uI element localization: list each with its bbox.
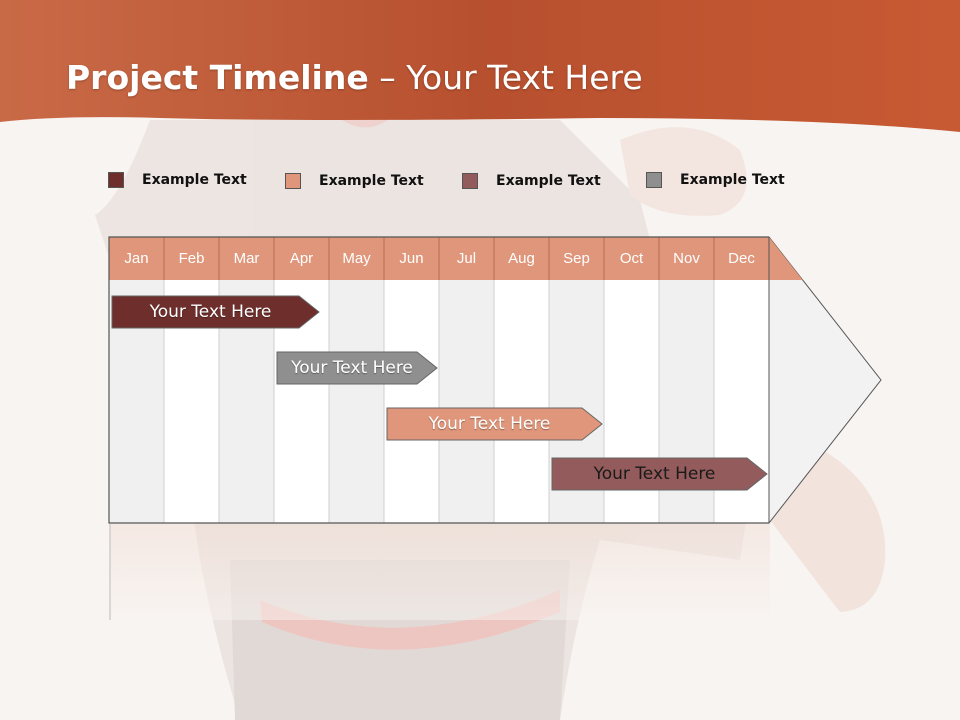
legend-item: Example Text [646, 170, 785, 190]
timeline-outline [108, 236, 769, 524]
legend-item: Example Text [285, 171, 424, 191]
month-column [439, 280, 494, 523]
month-header-row [109, 237, 803, 280]
legend-item: Example Text [108, 170, 247, 190]
month-label: Jan [124, 250, 149, 267]
legend-label: Example Text [496, 173, 601, 189]
task-bar-label: Your Text Here [593, 464, 716, 484]
month-label: Mar [233, 250, 260, 267]
month-column [384, 280, 439, 523]
title-bold: Project Timeline [66, 58, 369, 97]
header-band [0, 0, 960, 132]
month-label: Jul [456, 250, 477, 267]
legend-swatch [462, 173, 478, 189]
task-bar-label: Your Text Here [149, 302, 272, 322]
task-bar [386, 407, 603, 441]
month-label: Dec [728, 250, 755, 267]
task-bar [111, 295, 320, 329]
title-rest: – Your Text Here [368, 58, 643, 97]
month-label: Nov [673, 250, 700, 267]
legend-swatch [646, 172, 662, 188]
legend-label: Example Text [319, 173, 424, 189]
legend-label: Example Text [680, 172, 785, 188]
task-bar-label: Your Text Here [428, 414, 551, 434]
task-bar-label: Your Text Here [291, 358, 413, 378]
legend-item: Example Text [462, 171, 601, 191]
month-label: Apr [289, 250, 314, 267]
month-label: May [342, 250, 371, 267]
legend-label: Example Text [142, 172, 247, 188]
month-label: Jun [399, 250, 424, 267]
month-label: Aug [508, 250, 535, 267]
slide-title: Project Timeline – Your Text Here [66, 58, 643, 97]
task-bar [551, 457, 768, 491]
month-label: Sep [563, 250, 590, 267]
legend-swatch [285, 173, 301, 189]
month-label: Oct [619, 250, 644, 267]
month-label: Feb [178, 250, 205, 267]
legend-swatch [108, 172, 124, 188]
month-column [494, 280, 549, 523]
task-bar [276, 351, 438, 385]
month-column [329, 280, 384, 523]
